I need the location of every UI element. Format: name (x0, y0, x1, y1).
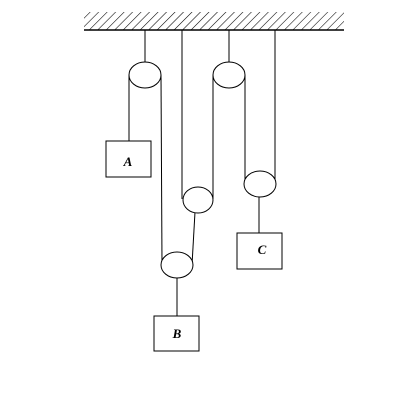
pulley-3 (182, 186, 214, 214)
block-labels: A B C (123, 154, 267, 341)
ceiling-hatching (84, 12, 344, 30)
pulley-5 (243, 170, 277, 198)
rope-pulley3-to-pulley4 (191, 211, 196, 266)
pulley-1 (128, 61, 162, 89)
block-c-label: C (258, 242, 267, 257)
block-a (105, 140, 152, 178)
pulleys (128, 61, 277, 279)
block-a-label: A (123, 154, 133, 169)
rope-pulley1-to-pulley4 (160, 74, 163, 266)
ropes (128, 30, 276, 316)
pulley-4 (160, 251, 194, 279)
block-b (153, 315, 200, 352)
block-b-label: B (172, 326, 182, 341)
pulley-2 (212, 61, 246, 89)
blocks (105, 140, 283, 352)
ceiling (84, 12, 344, 31)
block-c (236, 232, 283, 270)
